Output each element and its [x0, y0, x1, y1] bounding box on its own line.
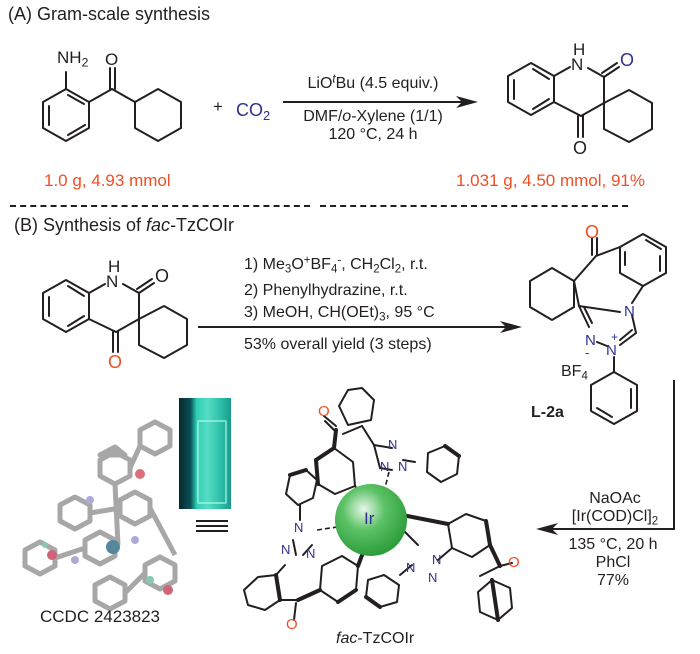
l2a-ketone-o-label: O — [585, 222, 600, 242]
complex-left-benzo — [319, 555, 359, 603]
vial-photo — [179, 398, 231, 509]
step-3-conditions: 3) MeOH, CH(OEt)3, 95 °C — [244, 304, 435, 324]
product-a-nh-label: N — [571, 55, 584, 74]
complex-top-n2-label: N — [380, 459, 390, 474]
conditions-final-temp-time: 135 °C, 20 h — [568, 536, 658, 553]
l2a-n2-label: N — [585, 332, 596, 349]
ccdc-label: CCDC 2423823 — [40, 607, 161, 626]
plus-sign: + — [213, 97, 223, 116]
ligand-label: L-2a — [531, 404, 564, 421]
final-yield: 77% — [596, 572, 630, 589]
iridium-sphere — [335, 484, 407, 556]
section-divider-right — [320, 205, 628, 207]
sm-b-amide-o-label: O — [155, 266, 170, 286]
overall-yield: 53% overall yield (3 steps) — [244, 336, 432, 353]
complex-left-n2-label: N — [281, 542, 291, 557]
complex-top-cyclohexane — [338, 387, 375, 426]
complex-label: fac-TzCOIr — [336, 630, 415, 647]
l2a-n4-label: N — [624, 303, 635, 320]
step-2-conditions: 2) Phenylhydrazine, r.t. — [244, 282, 408, 299]
section-b-title: (B) Synthesis of fac-TzCOIr — [14, 215, 235, 235]
product-amount: 1.031 g, 4.50 mmol, 91% — [456, 171, 646, 190]
complex-right-benzo — [447, 513, 491, 558]
complex-right-n3-label: N — [428, 570, 438, 585]
l2a-n1-label: N — [606, 342, 617, 359]
product-a-cyclohexane-ring — [603, 89, 653, 143]
conditions-solvent-phcl: PhCl — [595, 554, 631, 571]
sm-b-n-label: N — [106, 272, 119, 291]
nh2-label: NH2 — [57, 48, 89, 70]
l2a-phenyl-ring — [590, 371, 638, 425]
complex-left-n1-label: N — [294, 520, 304, 535]
conditions-base-naoac: NaOAc — [589, 490, 641, 507]
conditions-base: LiOtBu (4.5 equiv.) — [307, 73, 439, 92]
carbonyl-bond-1 — [88, 88, 113, 103]
complex-top-n3-label: N — [398, 459, 408, 474]
step-1-conditions: 1) Me3O+BF4-, CH2Cl2, r.t. — [244, 254, 428, 276]
product-a-h-label: H — [573, 40, 586, 59]
carbonyl-o-label: O — [105, 50, 119, 69]
complex-top-o-label: O — [318, 403, 330, 420]
complex-top-n1-label: N — [388, 437, 398, 452]
product-a-amide-o-label: O — [620, 50, 635, 70]
sm-b-cyclohexane-ring — [138, 305, 188, 359]
product-a-ketone-o-label: O — [573, 138, 588, 158]
conditions-ir-precursor: [Ir(COD)Cl]2 — [571, 508, 659, 528]
section-a-title: (A) Gram-scale synthesis — [8, 4, 211, 24]
conditions-temperature-time: 120 °C, 24 h — [328, 126, 418, 143]
l2a-plus-charge: + — [611, 330, 619, 344]
equivalence-symbol — [196, 520, 228, 532]
reactant-amount: 1.0 g, 4.93 mmol — [44, 171, 171, 190]
reactant-cyclohexane-ring — [134, 88, 182, 142]
l2a-cyclohexane-ring — [529, 267, 575, 321]
sm-b-h-label: H — [108, 257, 121, 276]
l2a-minus-charge: - — [585, 345, 590, 360]
co2-label: CO2 — [236, 100, 271, 123]
bf4-counterion: BF4 — [561, 363, 588, 383]
sm-b-ketone-o-label: O — [108, 352, 123, 372]
complex-left-cyclohexane — [243, 574, 281, 611]
complex-left-n3-label: N — [306, 546, 316, 561]
complex-right-o-label: O — [508, 554, 520, 571]
complex-left-o-label: O — [286, 616, 298, 633]
complex-right-n1-label: N — [432, 552, 442, 567]
complex-right-n2-label: N — [406, 560, 416, 575]
section-divider-left — [10, 205, 310, 207]
iridium-label: Ir — [364, 509, 375, 528]
conditions-solvent: DMF/o-Xylene (1/1) — [303, 108, 443, 125]
